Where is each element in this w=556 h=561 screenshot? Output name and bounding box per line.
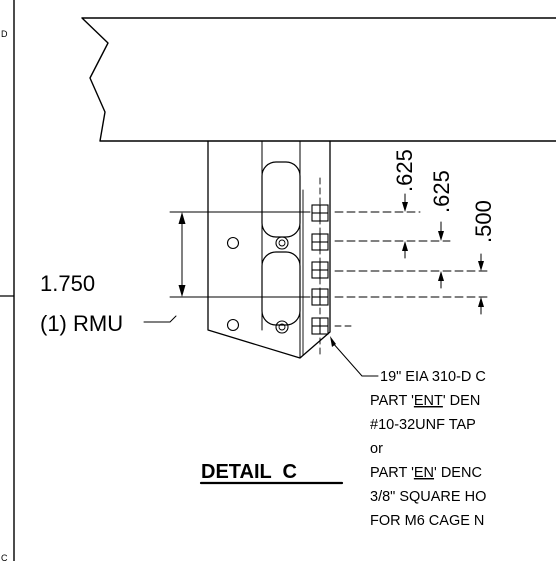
- zone-letter-bottom: C: [1, 553, 8, 561]
- note-line-4: or: [370, 441, 383, 457]
- note-line-1: 19" EIA 310-D C: [380, 369, 486, 385]
- dim-pitch-c: .500: [471, 200, 496, 243]
- pitch-dimension-arrows: [402, 193, 484, 315]
- spec-note: 19" EIA 310-D C PART 'ENT' DEN #10-32UNF…: [370, 369, 486, 529]
- rack-rail: [207, 140, 331, 359]
- note-line-6: 3/8" SQUARE HO: [370, 489, 486, 505]
- detail-title: DETAIL C: [201, 461, 297, 483]
- note-leader: [330, 336, 379, 377]
- rmu-extension-lines: [169, 211, 311, 298]
- frame-beam: [81, 17, 556, 142]
- drawing-border: D C: [0, 0, 15, 561]
- zone-letter-top: D: [1, 29, 8, 39]
- dim-rmu-value: 1.750: [40, 271, 95, 296]
- note-line-3: #10-32UNF TAP: [370, 417, 476, 433]
- note-line-2: PART 'ENT' DEN: [370, 393, 480, 409]
- extension-lines: [334, 211, 491, 327]
- dim-rmu-label: (1) RMU: [40, 311, 123, 336]
- rmu-dimension: [143, 212, 186, 323]
- dim-pitch-a: .625: [392, 149, 417, 192]
- dim-pitch-b: .625: [429, 170, 454, 213]
- note-line-7: FOR M6 CAGE N: [370, 513, 484, 529]
- note-line-5: PART 'EN' DENC: [370, 465, 482, 481]
